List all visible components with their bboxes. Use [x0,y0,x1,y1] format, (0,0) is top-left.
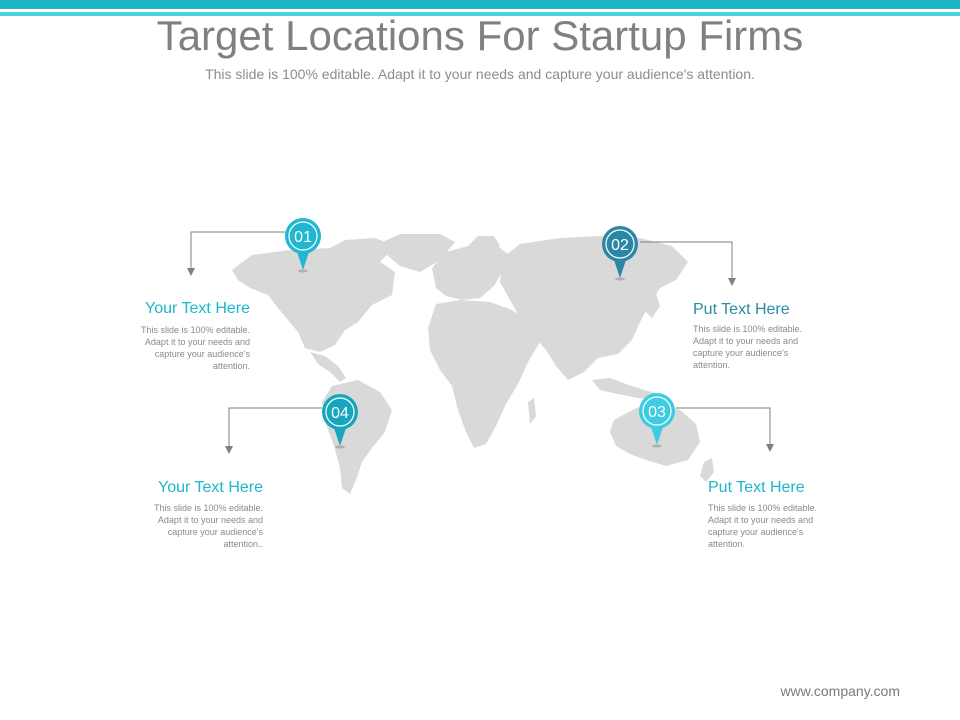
callout-04-line-3: capture your audience's [167,527,263,537]
callout-04-line-4: attention.. [223,539,263,549]
connector-04 [225,407,322,454]
japan-shape [646,294,660,318]
callout-04-heading: Your Text Here [158,479,263,496]
indonesia-shape [592,378,660,400]
pin-02: 02 [602,226,638,281]
connector-02 [640,241,736,286]
madagascar-shape [528,398,536,424]
connectors [187,231,774,454]
connector-03 [676,407,774,452]
callout-01-body: This slide is 100% editable. Adapt it to… [124,324,250,372]
pin-04-label: 04 [331,405,349,422]
callout-02-line-4: attention. [693,360,731,370]
callout-02-body: This slide is 100% editable. Adapt it to… [693,323,819,371]
callout-02-line-2: Adapt it to your needs and [693,336,799,346]
pin-03-label: 03 [648,404,666,421]
europe-shape [432,246,512,300]
footer-website: www.company.com [780,683,900,699]
callout-01-line-3: capture your audience's [154,349,250,359]
connector-01 [187,231,286,276]
callout-03-body: This slide is 100% editable. Adapt it to… [708,502,834,550]
callout-02-line-1: This slide is 100% editable. [693,324,803,334]
callout-03-line-1: This slide is 100% editable. [708,503,818,513]
new-zealand-shape [700,458,714,482]
callout-04-line-1: This slide is 100% editable. [153,503,263,513]
callout-03-line-2: Adapt it to your needs and [708,515,814,525]
callout-04-line-2: Adapt it to your needs and [157,515,263,525]
central-america-shape [310,352,346,382]
top-accent-band-light [0,12,960,16]
callout-01-line-2: Adapt it to your needs and [144,337,250,347]
north-america-shape [232,238,395,352]
africa-shape [428,300,540,448]
callout-02-line-3: capture your audience's [693,348,789,358]
slide-title: Target Locations For Startup Firms [156,12,804,59]
asia-shape [500,236,688,380]
scandinavia-shape [468,236,500,246]
pin-01-label: 01 [294,229,312,246]
callout-02-heading: Put Text Here [693,301,790,318]
callout-01-line-4: attention. [212,361,250,371]
greenland-shape [378,234,455,272]
pin-04: 04 [322,394,358,449]
callout-03-heading: Put Text Here [708,479,805,496]
top-accent-band [0,0,960,9]
callout-01-line-1: This slide is 100% editable. [140,325,250,335]
continents [232,234,714,494]
pin-02-label: 02 [611,237,629,254]
pin-03: 03 [639,393,675,448]
top-accent-bar [0,0,960,17]
callout-01-heading: Your Text Here [145,300,250,317]
pin-01: 01 [285,218,321,273]
slide-subtitle: This slide is 100% editable. Adapt it to… [205,66,755,82]
callout-04-body: This slide is 100% editable. Adapt it to… [137,502,263,550]
callout-03-line-4: attention. [708,539,746,549]
callout-03-line-3: capture your audience's [708,527,804,537]
